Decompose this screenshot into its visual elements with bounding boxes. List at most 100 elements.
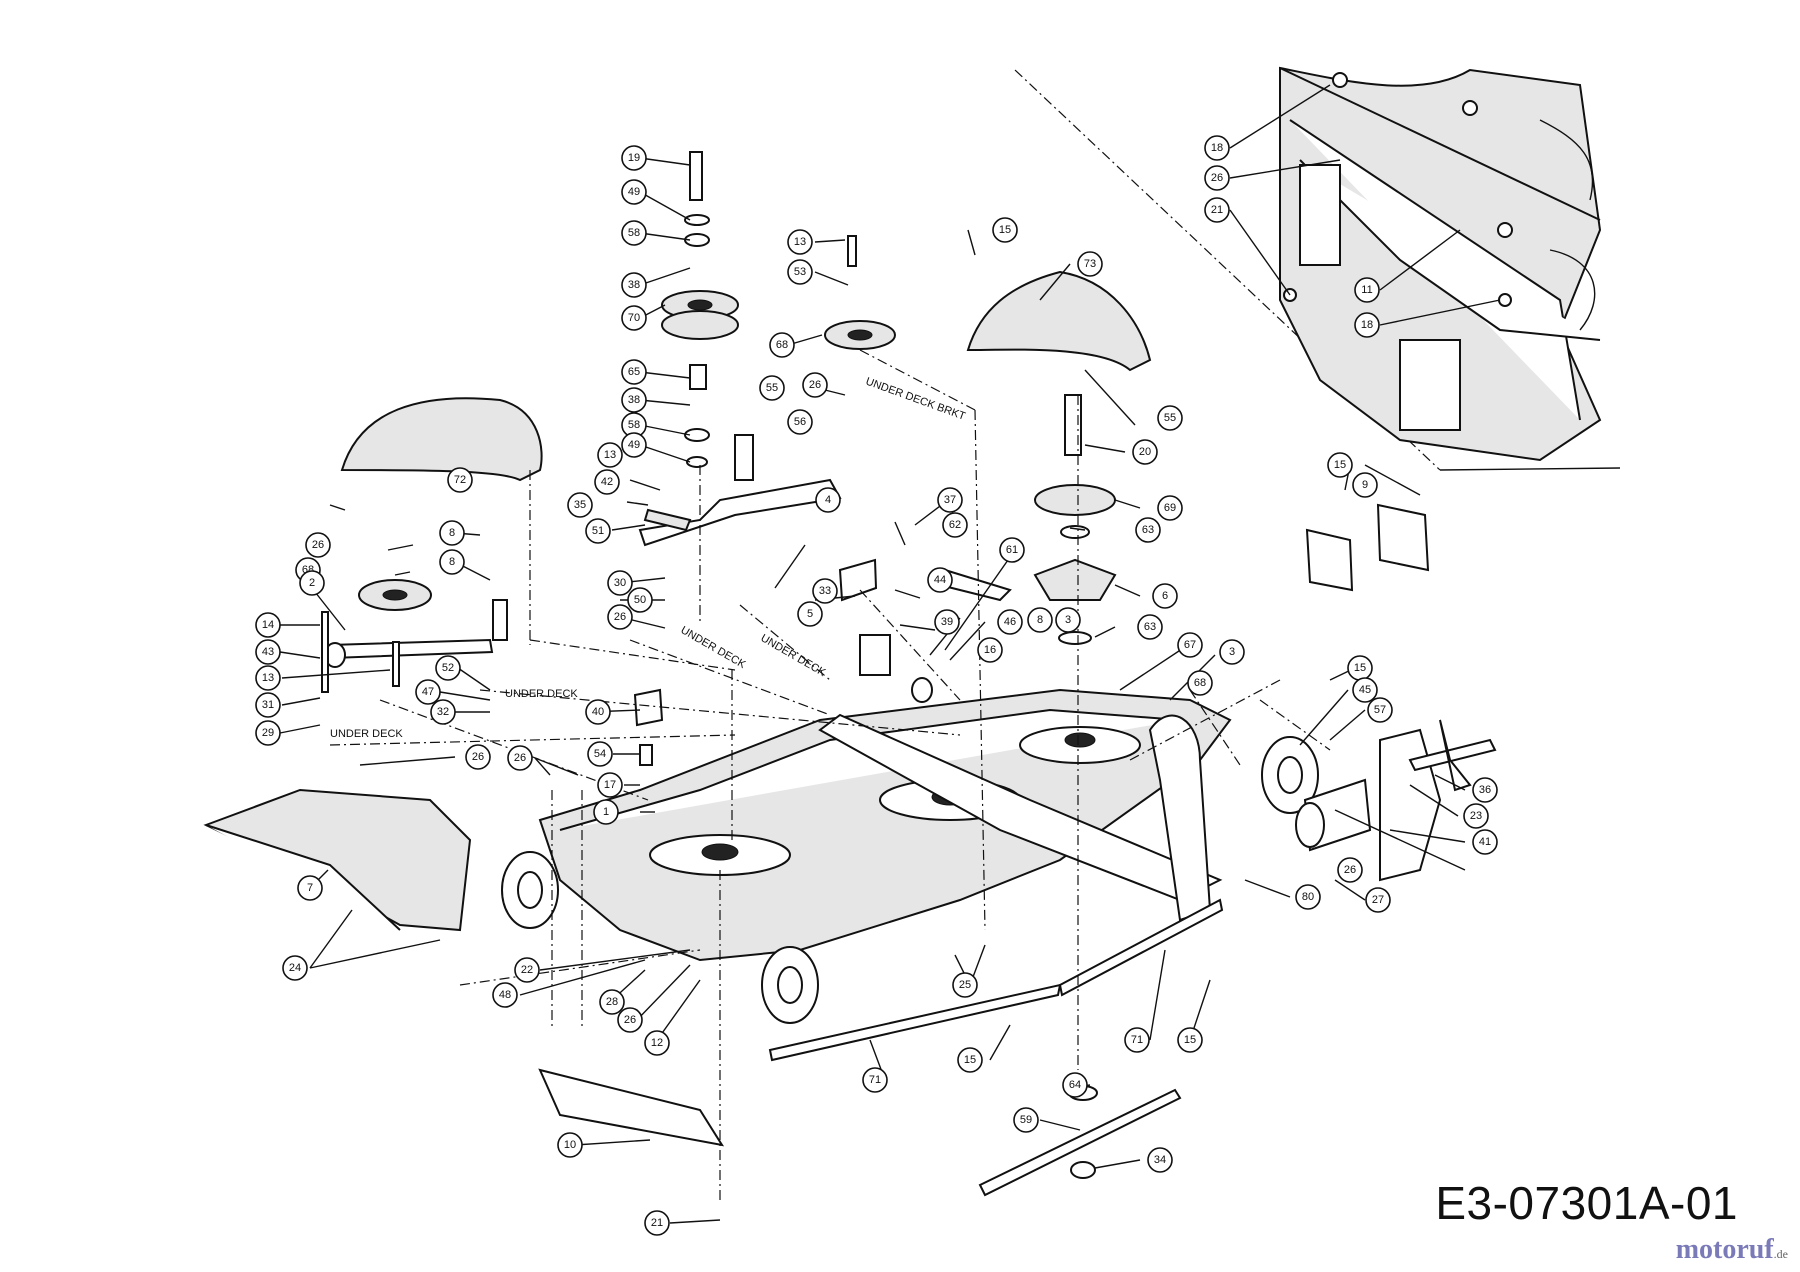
callout-number: 58 xyxy=(628,227,640,239)
callout-number: 62 xyxy=(949,519,961,531)
callout-26: 26 xyxy=(305,532,331,558)
callout-circle xyxy=(787,259,813,285)
callout-8: 8 xyxy=(1027,607,1053,633)
callout-number: 54 xyxy=(594,748,606,760)
callout-number: 36 xyxy=(1479,784,1491,796)
callout-circle xyxy=(607,570,633,596)
callout-circle xyxy=(1157,495,1183,521)
callout-number: 15 xyxy=(1334,459,1346,471)
callout-18: 18 xyxy=(1354,312,1380,338)
callout-15: 15 xyxy=(1177,1027,1203,1053)
callout-circle xyxy=(1204,197,1230,223)
callout-55: 55 xyxy=(759,375,785,401)
callout-circle xyxy=(621,179,647,205)
callout-circle xyxy=(514,957,540,983)
callout-number: 14 xyxy=(262,619,274,631)
assembly-leaders xyxy=(329,349,1331,1200)
callout-circle xyxy=(942,512,968,538)
callout-circle xyxy=(977,637,1003,663)
callout-54: 54 xyxy=(587,741,613,767)
callout-number: 13 xyxy=(604,449,616,461)
callout-number: 71 xyxy=(1131,1034,1143,1046)
callout-number: 2 xyxy=(309,577,315,589)
callout-1: 1 xyxy=(593,799,619,825)
callout-number: 24 xyxy=(289,962,301,974)
callout-33: 33 xyxy=(812,578,838,604)
callout-number: 42 xyxy=(601,476,613,488)
callout-59: 59 xyxy=(1013,1107,1039,1133)
callout-circle xyxy=(1013,1107,1039,1133)
callout-circle xyxy=(812,578,838,604)
callout-15: 15 xyxy=(957,1047,983,1073)
callout-number: 23 xyxy=(1470,810,1482,822)
callout-number: 34 xyxy=(1154,1154,1166,1166)
brand-watermark: motoruf.de xyxy=(1676,1234,1788,1266)
callout-circle xyxy=(815,487,841,513)
brand-tld: .de xyxy=(1773,1247,1788,1261)
callout-number: 51 xyxy=(592,525,604,537)
callout-number: 17 xyxy=(604,779,616,791)
callout-53: 53 xyxy=(787,259,813,285)
callout-56: 56 xyxy=(787,409,813,435)
callout-55: 55 xyxy=(1157,405,1183,431)
callout-number: 26 xyxy=(809,379,821,391)
callout-number: 57 xyxy=(1374,704,1386,716)
callout-circle xyxy=(255,665,281,691)
callout-15: 15 xyxy=(1327,452,1353,478)
callout-2: 2 xyxy=(299,570,325,596)
callout-number: 20 xyxy=(1139,446,1151,458)
callout-15: 15 xyxy=(992,217,1018,243)
callout-21: 21 xyxy=(1204,197,1230,223)
callout-number: 26 xyxy=(1344,864,1356,876)
callout-circle xyxy=(769,332,795,358)
callout-number: 52 xyxy=(442,662,454,674)
discharge-chute xyxy=(203,788,472,932)
callout-number: 16 xyxy=(984,644,996,656)
deck-brackets xyxy=(1305,503,1497,882)
inset-detail xyxy=(1014,66,1621,471)
callout-circle xyxy=(1365,887,1391,913)
callout-number: 59 xyxy=(1020,1114,1032,1126)
callout-14: 14 xyxy=(255,612,281,638)
idler-arm xyxy=(321,558,1012,766)
callout-circle xyxy=(1327,452,1353,478)
callout-circle xyxy=(439,520,465,546)
callout-number: 26 xyxy=(624,1014,636,1026)
callout-circle xyxy=(1367,697,1393,723)
callout-circle xyxy=(1062,1072,1088,1098)
callout-number: 68 xyxy=(1194,677,1206,689)
callout-number: 28 xyxy=(606,996,618,1008)
callout-number: 63 xyxy=(1144,621,1156,633)
callout-70: 70 xyxy=(621,305,647,331)
callout-circle xyxy=(594,469,620,495)
callout-64: 64 xyxy=(1062,1072,1088,1098)
callout-number: 9 xyxy=(1362,479,1368,491)
callout-circle xyxy=(1219,639,1245,665)
note-under-deck-brkt: UNDER DECK BRKT xyxy=(864,376,967,423)
callout-22: 22 xyxy=(514,957,540,983)
callout-circle xyxy=(952,972,978,998)
callout-16: 16 xyxy=(977,637,1003,663)
pulleys xyxy=(358,151,1117,645)
callout-number: 22 xyxy=(521,964,533,976)
callout-number: 21 xyxy=(1211,204,1223,216)
callout-number: 4 xyxy=(825,494,831,506)
callout-number: 50 xyxy=(634,594,646,606)
callout-circle xyxy=(1027,607,1053,633)
callout-71: 71 xyxy=(1124,1027,1150,1053)
callout-number: 18 xyxy=(1211,142,1223,154)
callout-number: 71 xyxy=(869,1074,881,1086)
belt-covers xyxy=(340,270,1152,482)
callout-73: 73 xyxy=(1077,251,1103,277)
callout-circle xyxy=(1337,857,1363,883)
callout-number: 41 xyxy=(1479,836,1491,848)
callout-number: 38 xyxy=(628,279,640,291)
callout-38: 38 xyxy=(621,272,647,298)
callout-36: 36 xyxy=(1472,777,1498,803)
callout-61: 61 xyxy=(999,537,1025,563)
callout-circle xyxy=(617,1007,643,1033)
callout-number: 5 xyxy=(807,608,813,620)
callout-5: 5 xyxy=(797,601,823,627)
callout-number: 15 xyxy=(1184,1034,1196,1046)
callout-number: 47 xyxy=(422,686,434,698)
